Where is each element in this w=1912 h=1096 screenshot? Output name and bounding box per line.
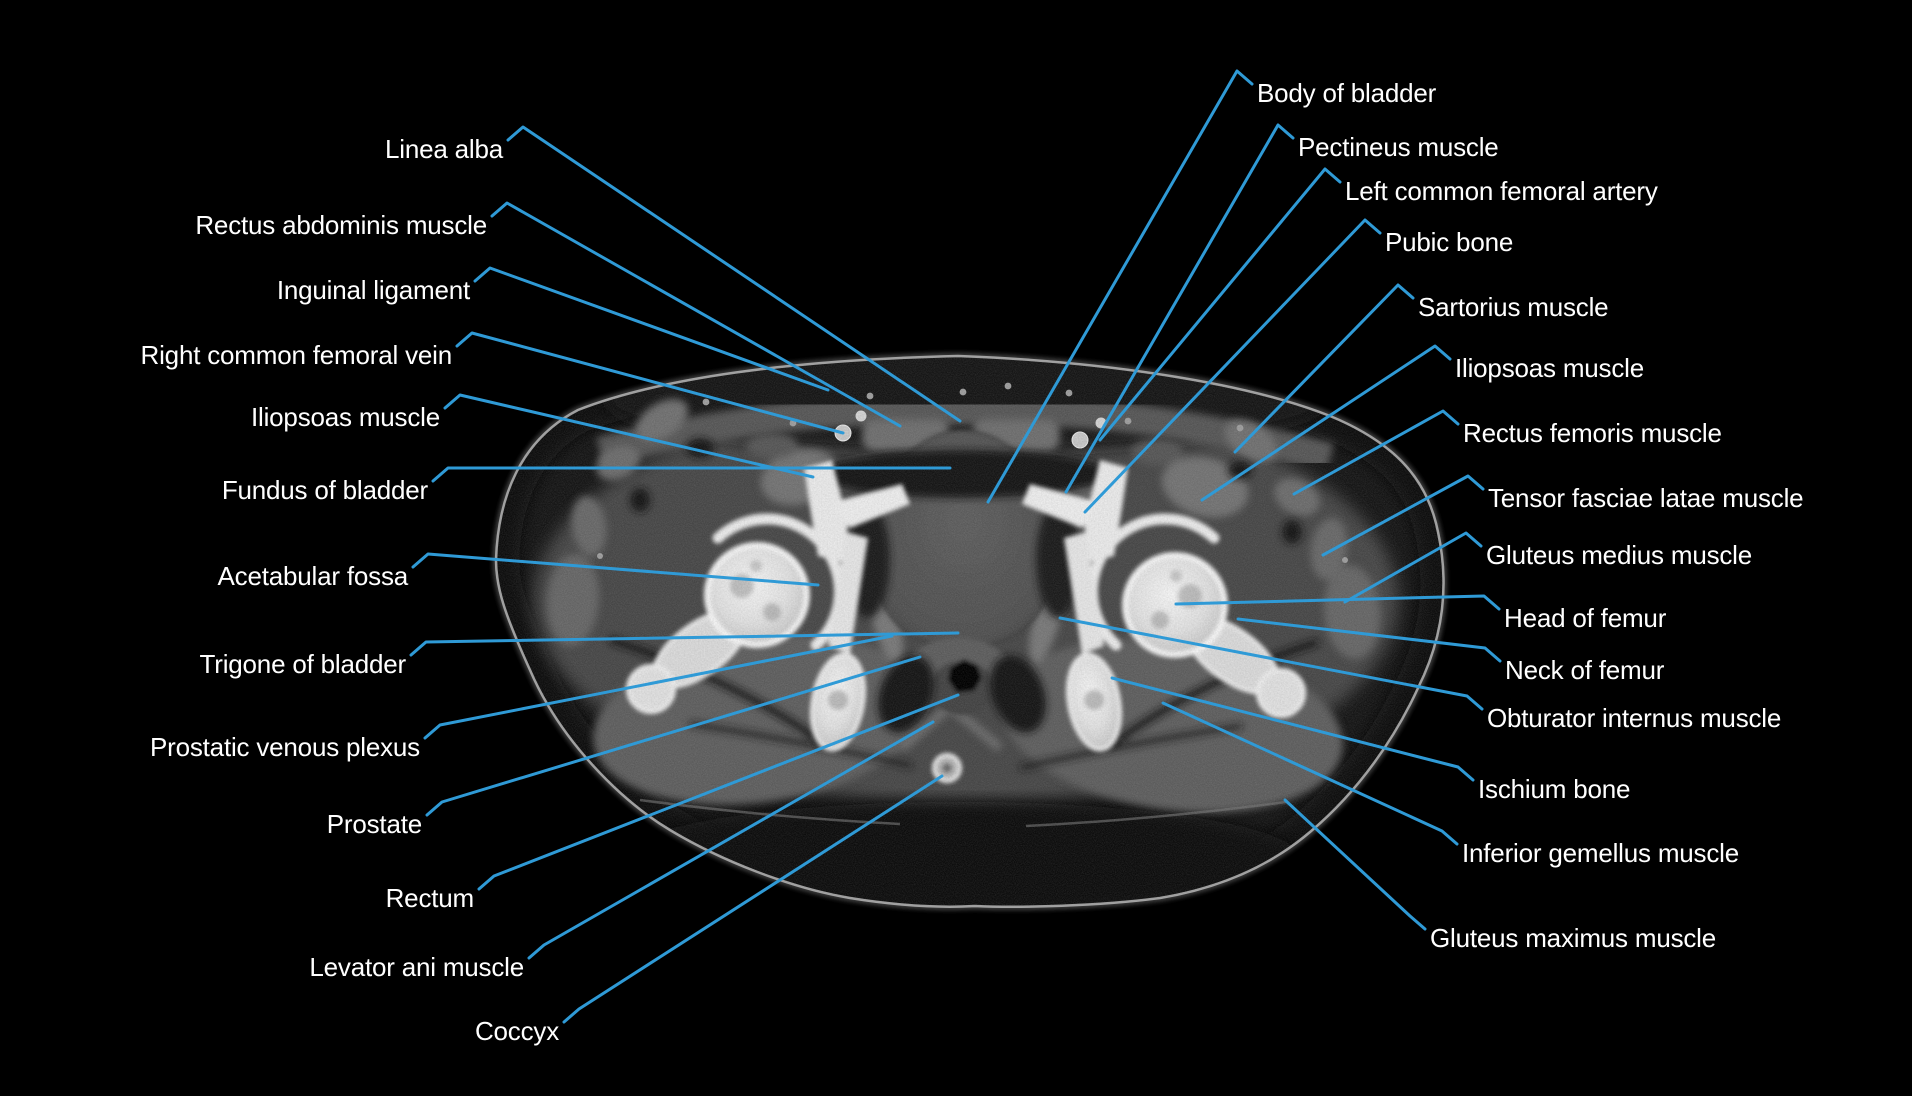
skin-line	[494, 354, 1445, 908]
leader-line	[431, 466, 952, 483]
ct-noise-dark	[496, 356, 1444, 907]
anatomy-label-ischium-bone: Ischium bone	[1478, 774, 1631, 804]
anatomy-label-gluteus-maximus-muscle: Gluteus maximus muscle	[1430, 923, 1717, 953]
anatomy-label-gluteus-medius-muscle: Gluteus medius muscle	[1486, 540, 1753, 570]
anatomy-label-body-of-bladder: Body of bladder	[1257, 78, 1437, 108]
anatomy-label-levator-ani-muscle: Levator ani muscle	[309, 952, 524, 982]
anatomy-label-iliopsoas-muscle: Iliopsoas muscle	[251, 402, 440, 432]
leader-line	[562, 774, 944, 1024]
leader-line	[1083, 218, 1382, 514]
anatomy-label-left-common-femoral-artery: Left common femoral artery	[1345, 176, 1658, 206]
leader-line	[423, 634, 894, 740]
leader-line	[1292, 409, 1460, 496]
leader-line	[1161, 701, 1459, 846]
leader-line	[455, 331, 845, 435]
leader-line	[1200, 344, 1452, 502]
leader-line	[1236, 617, 1502, 663]
anatomy-label-iliopsoas-muscle: Iliopsoas muscle	[1455, 353, 1644, 383]
leader-line	[477, 693, 960, 891]
leader-line	[506, 125, 962, 423]
leader-line	[1064, 123, 1295, 494]
anatomy-label-coccyx: Coccyx	[474, 1016, 559, 1046]
anatomy-label-neck-of-femur: Neck of femur	[1505, 655, 1665, 685]
leader-line	[409, 631, 960, 657]
anatomy-label-inferior-gemellus-muscle: Inferior gemellus muscle	[1462, 838, 1739, 868]
anatomy-label-prostatic-venous-plexus: Prostatic venous plexus	[150, 732, 420, 762]
leader-line	[1098, 167, 1342, 442]
leader-line	[1233, 283, 1415, 454]
leader-lines	[409, 69, 1502, 1024]
leader-line	[986, 69, 1254, 504]
leader-line	[1110, 676, 1475, 782]
leader-line	[443, 393, 815, 479]
anatomy-label-sartorius-muscle: Sartorius muscle	[1418, 292, 1609, 322]
leader-line	[411, 552, 820, 587]
leader-line	[1283, 798, 1427, 931]
anatomy-label-pubic-bone: Pubic bone	[1385, 227, 1514, 257]
leader-line	[527, 720, 935, 960]
anatomy-label-obturator-internus-muscle: Obturator internus muscle	[1487, 703, 1782, 733]
leader-line	[425, 655, 922, 817]
anatomy-label-tensor-fasciae-latae-muscle: Tensor fasciae latae muscle	[1488, 483, 1804, 513]
leader-line	[490, 201, 902, 428]
leader-line	[1058, 616, 1484, 711]
anatomy-label-right-common-femoral-vein: Right common femoral vein	[140, 340, 453, 370]
leader-line	[1343, 531, 1483, 604]
anatomy-label-rectum: Rectum	[385, 883, 475, 913]
anatomy-label-inguinal-ligament: Inguinal ligament	[276, 275, 470, 305]
anatomy-label-head-of-femur: Head of femur	[1504, 603, 1667, 633]
anatomy-label-linea-alba: Linea alba	[385, 134, 503, 164]
leader-line	[473, 266, 830, 392]
anatomy-label-rectus-femoris-muscle: Rectus femoris muscle	[1463, 418, 1722, 448]
leader-line	[1174, 594, 1501, 611]
ct-body-cross-section	[492, 352, 1448, 911]
anatomy-label-trigone-of-bladder: Trigone of bladder	[199, 649, 407, 679]
leader-line	[1321, 474, 1485, 557]
anatomy-label-rectus-abdominis-muscle: Rectus abdominis muscle	[195, 210, 487, 240]
anatomy-label-pectineus-muscle: Pectineus muscle	[1298, 132, 1499, 162]
anatomy-label-prostate: Prostate	[326, 809, 422, 839]
anatomy-label-fundus-of-bladder: Fundus of bladder	[221, 475, 428, 505]
anatomy-label-acetabular-fossa: Acetabular fossa	[217, 561, 409, 591]
